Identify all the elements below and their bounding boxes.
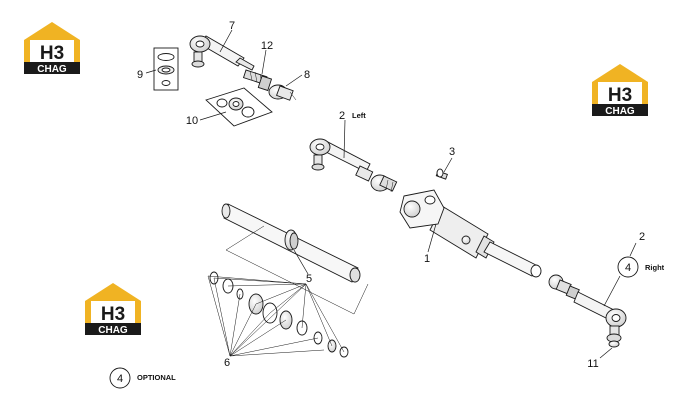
tie-rod-end-7 bbox=[189, 35, 255, 71]
bushing-kit-10 bbox=[205, 87, 273, 127]
leader-lines bbox=[145, 29, 637, 359]
clamp-nut-8 bbox=[268, 84, 297, 101]
seal-kit-9 bbox=[153, 47, 179, 91]
callout-2-right: 2 bbox=[639, 231, 645, 243]
callout-4-right: 4 bbox=[625, 262, 631, 274]
logo-name: CHAG bbox=[37, 64, 67, 75]
callout-11: 11 bbox=[587, 358, 598, 370]
seal-kit-6 bbox=[207, 271, 349, 358]
steering-cylinder-1 bbox=[399, 189, 542, 278]
legend-circle bbox=[109, 367, 131, 389]
callout-9: 9 bbox=[137, 69, 143, 81]
brand-logo-bottom-left: H3 CHAG bbox=[85, 283, 141, 336]
brand-logo-top-left: H3 CHAG bbox=[24, 22, 80, 75]
label-right: Right bbox=[645, 263, 665, 272]
ball-joint-11 bbox=[606, 325, 622, 348]
callout-6: 6 bbox=[224, 357, 230, 369]
callout-5: 5 bbox=[306, 273, 312, 285]
legend-optional: 4 OPTIONAL bbox=[109, 367, 176, 389]
callout-8: 8 bbox=[304, 69, 310, 81]
bolt-3 bbox=[435, 168, 448, 180]
callout-circle-4-right bbox=[617, 256, 639, 278]
logo-letters: H3 bbox=[608, 85, 632, 106]
logo-letters: H3 bbox=[40, 43, 64, 64]
tie-rod-left-2 bbox=[309, 138, 398, 193]
callout-10: 10 bbox=[186, 115, 198, 127]
legend-number: 4 bbox=[117, 373, 123, 385]
callout-3: 3 bbox=[449, 146, 455, 158]
label-left: Left bbox=[352, 111, 366, 120]
brand-logo-top-right: H3 CHAG bbox=[592, 64, 648, 117]
piston-rod-5 bbox=[221, 203, 369, 315]
callout-12: 12 bbox=[261, 40, 273, 52]
tie-rod-right-2 bbox=[548, 274, 627, 328]
threaded-rod-12 bbox=[242, 69, 273, 92]
callout-1: 1 bbox=[424, 253, 430, 265]
logo-name: CHAG bbox=[98, 325, 128, 336]
callout-7: 7 bbox=[229, 20, 235, 32]
logo-name: CHAG bbox=[605, 106, 635, 117]
logo-letters: H3 bbox=[101, 304, 125, 325]
legend-optional-label: OPTIONAL bbox=[137, 373, 176, 382]
callout-2-left: 2 bbox=[339, 110, 345, 122]
